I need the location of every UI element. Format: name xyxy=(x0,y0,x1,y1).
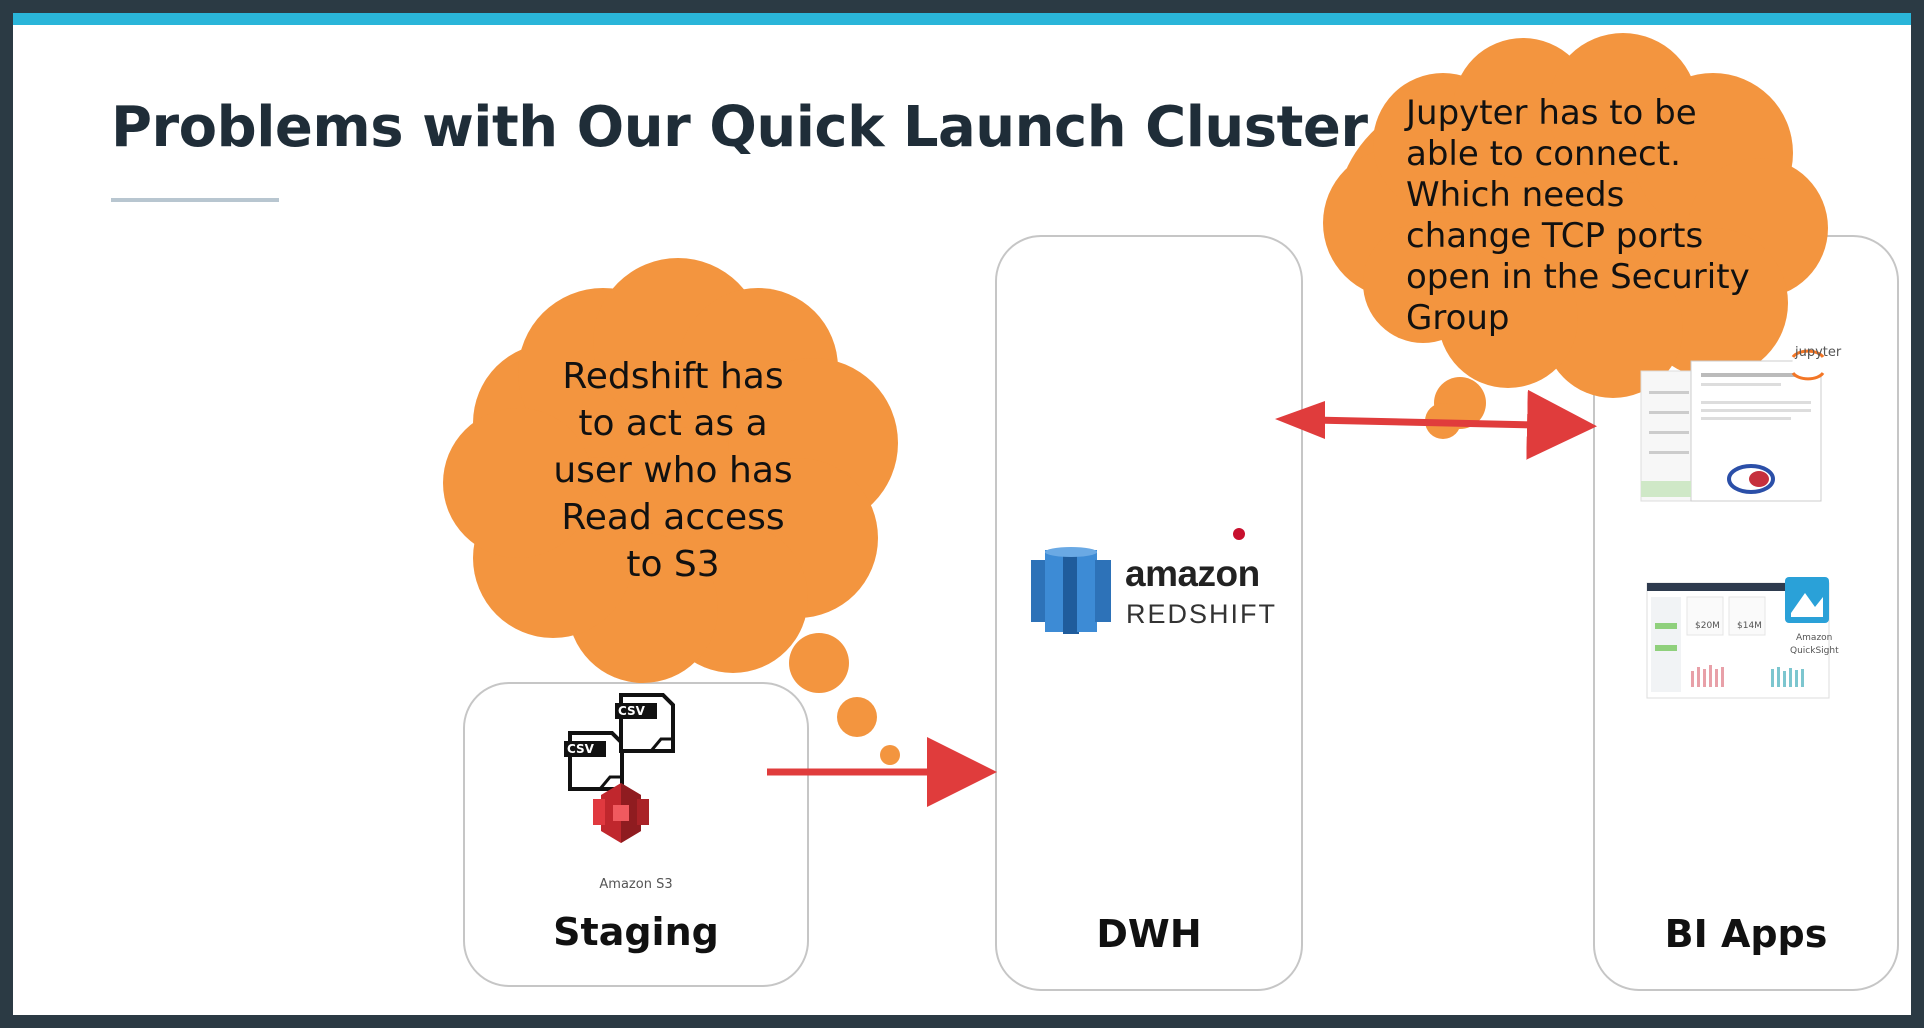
slide-title: Problems with Our Quick Launch Cluster xyxy=(111,95,1368,160)
kpi-value-2: $14M xyxy=(1737,621,1762,631)
slide: Problems with Our Quick Launch Cluster A… xyxy=(13,13,1911,1015)
arrow-dwh-bi-bidirectional xyxy=(1275,389,1597,460)
callout-right-line: change TCP ports xyxy=(1406,216,1704,256)
red-dot xyxy=(1233,528,1245,540)
thought-cloud-left xyxy=(443,258,900,765)
callout-right-text: Jupyter has to be able to connect. Which… xyxy=(1406,93,1806,339)
thought-cloud-right xyxy=(1323,33,1828,439)
callout-left-line: user who has xyxy=(553,450,793,491)
diagram-overlay xyxy=(443,33,1830,843)
quicksight-caption-2: QuickSight xyxy=(1790,646,1839,656)
s3-caption: Amazon S3 xyxy=(599,877,673,892)
callout-right-line: able to connect. xyxy=(1406,134,1681,174)
amazon-redshift-icon xyxy=(1031,547,1111,634)
callout-right-line: open in the Security xyxy=(1406,257,1750,297)
csv-badge-2: CSV xyxy=(618,704,645,718)
callout-left-text: Redshift has to act as a user who has Re… xyxy=(493,353,853,588)
accent-bar xyxy=(13,13,1911,25)
callout-left-line: to act as a xyxy=(578,403,768,444)
jupyter-icon xyxy=(1640,349,1825,502)
staging-label: Staging xyxy=(553,910,719,954)
quicksight-caption-1: Amazon xyxy=(1796,633,1833,643)
csv-file-icon xyxy=(615,693,675,753)
callout-right-line: Group xyxy=(1406,298,1510,338)
kpi-value-1: $20M xyxy=(1695,621,1720,631)
callout-left-line: to S3 xyxy=(626,544,720,585)
callout-right-line: Jupyter has to be xyxy=(1406,93,1697,133)
csv-badge-1: CSV xyxy=(567,742,594,756)
quicksight-icon xyxy=(1646,577,1830,699)
csv-file-icon xyxy=(564,731,624,791)
amazon-s3-icon xyxy=(593,783,649,843)
callout-right-line: Which needs xyxy=(1406,175,1625,215)
jupyter-label: jupyter xyxy=(1795,345,1842,360)
callout-left-line: Read access xyxy=(561,497,785,538)
redshift-logo-word-redshift: REDSHIFT xyxy=(1126,599,1277,629)
title-underline xyxy=(111,198,279,202)
callout-left-line: Redshift has xyxy=(562,356,784,397)
bi-apps-label: BI Apps xyxy=(1664,912,1828,956)
redshift-logo-word-amazon: amazon xyxy=(1125,553,1260,594)
dwh-label: DWH xyxy=(1096,912,1202,956)
